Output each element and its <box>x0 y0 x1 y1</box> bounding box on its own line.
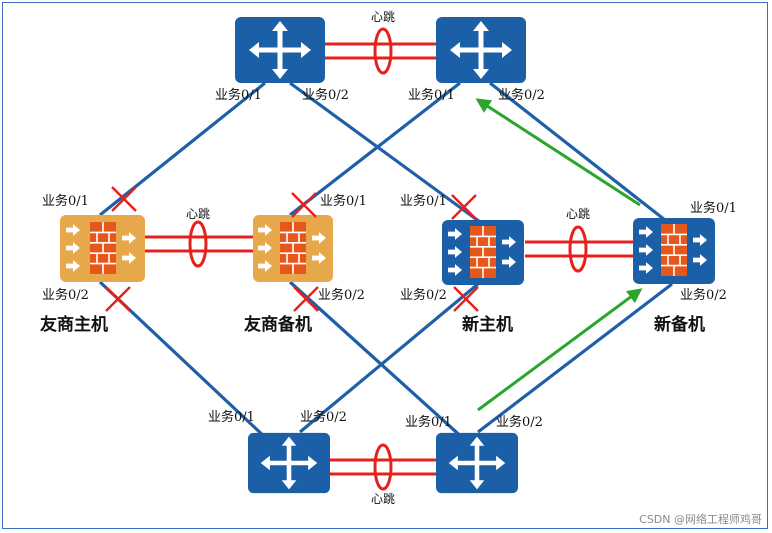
cut-x-icon <box>105 186 479 312</box>
heartbeat-label-bottom: 心跳 <box>371 492 395 506</box>
heartbeat-label-new: 心跳 <box>566 207 590 221</box>
port-label: 业务0/1 <box>42 193 89 209</box>
port-label: 业务0/2 <box>400 287 447 303</box>
router-icon <box>436 17 526 83</box>
port-label: 业务0/1 <box>400 193 447 209</box>
device-label-new-backup: 新备机 <box>654 314 705 335</box>
green-arrow-icon <box>475 98 643 412</box>
device-label-new-primary: 新主机 <box>462 314 513 335</box>
port-label: 业务0/2 <box>302 87 349 103</box>
firewall-icon <box>60 215 145 282</box>
port-label: 业务0/1 <box>208 409 255 425</box>
port-label: 业务0/2 <box>300 409 347 425</box>
port-label: 业务0/2 <box>42 287 89 303</box>
router-icon <box>235 17 325 83</box>
port-label: 业务0/2 <box>498 87 545 103</box>
firewall-icon <box>253 215 333 282</box>
firewall-icon <box>633 218 715 284</box>
port-label: 业务0/1 <box>405 414 452 430</box>
device-label-old-backup: 友商备机 <box>244 314 312 335</box>
port-label: 业务0/1 <box>408 87 455 103</box>
port-label: 业务0/2 <box>496 414 543 430</box>
watermark: CSDN @网络工程师鸡哥 <box>639 512 762 526</box>
heartbeat-label-old: 心跳 <box>186 207 210 221</box>
firewall-icon <box>442 220 524 285</box>
port-label: 业务0/2 <box>680 287 727 303</box>
router-icon <box>436 433 518 493</box>
port-label: 业务0/1 <box>320 193 367 209</box>
port-label: 业务0/2 <box>318 287 365 303</box>
port-label: 业务0/1 <box>690 200 737 216</box>
device-label-old-primary: 友商主机 <box>40 314 108 335</box>
uplinks <box>98 81 673 442</box>
router-icon <box>248 433 330 493</box>
heartbeat-label-top: 心跳 <box>371 10 395 24</box>
heartbeat-links <box>145 27 633 491</box>
port-label: 业务0/1 <box>215 87 262 103</box>
